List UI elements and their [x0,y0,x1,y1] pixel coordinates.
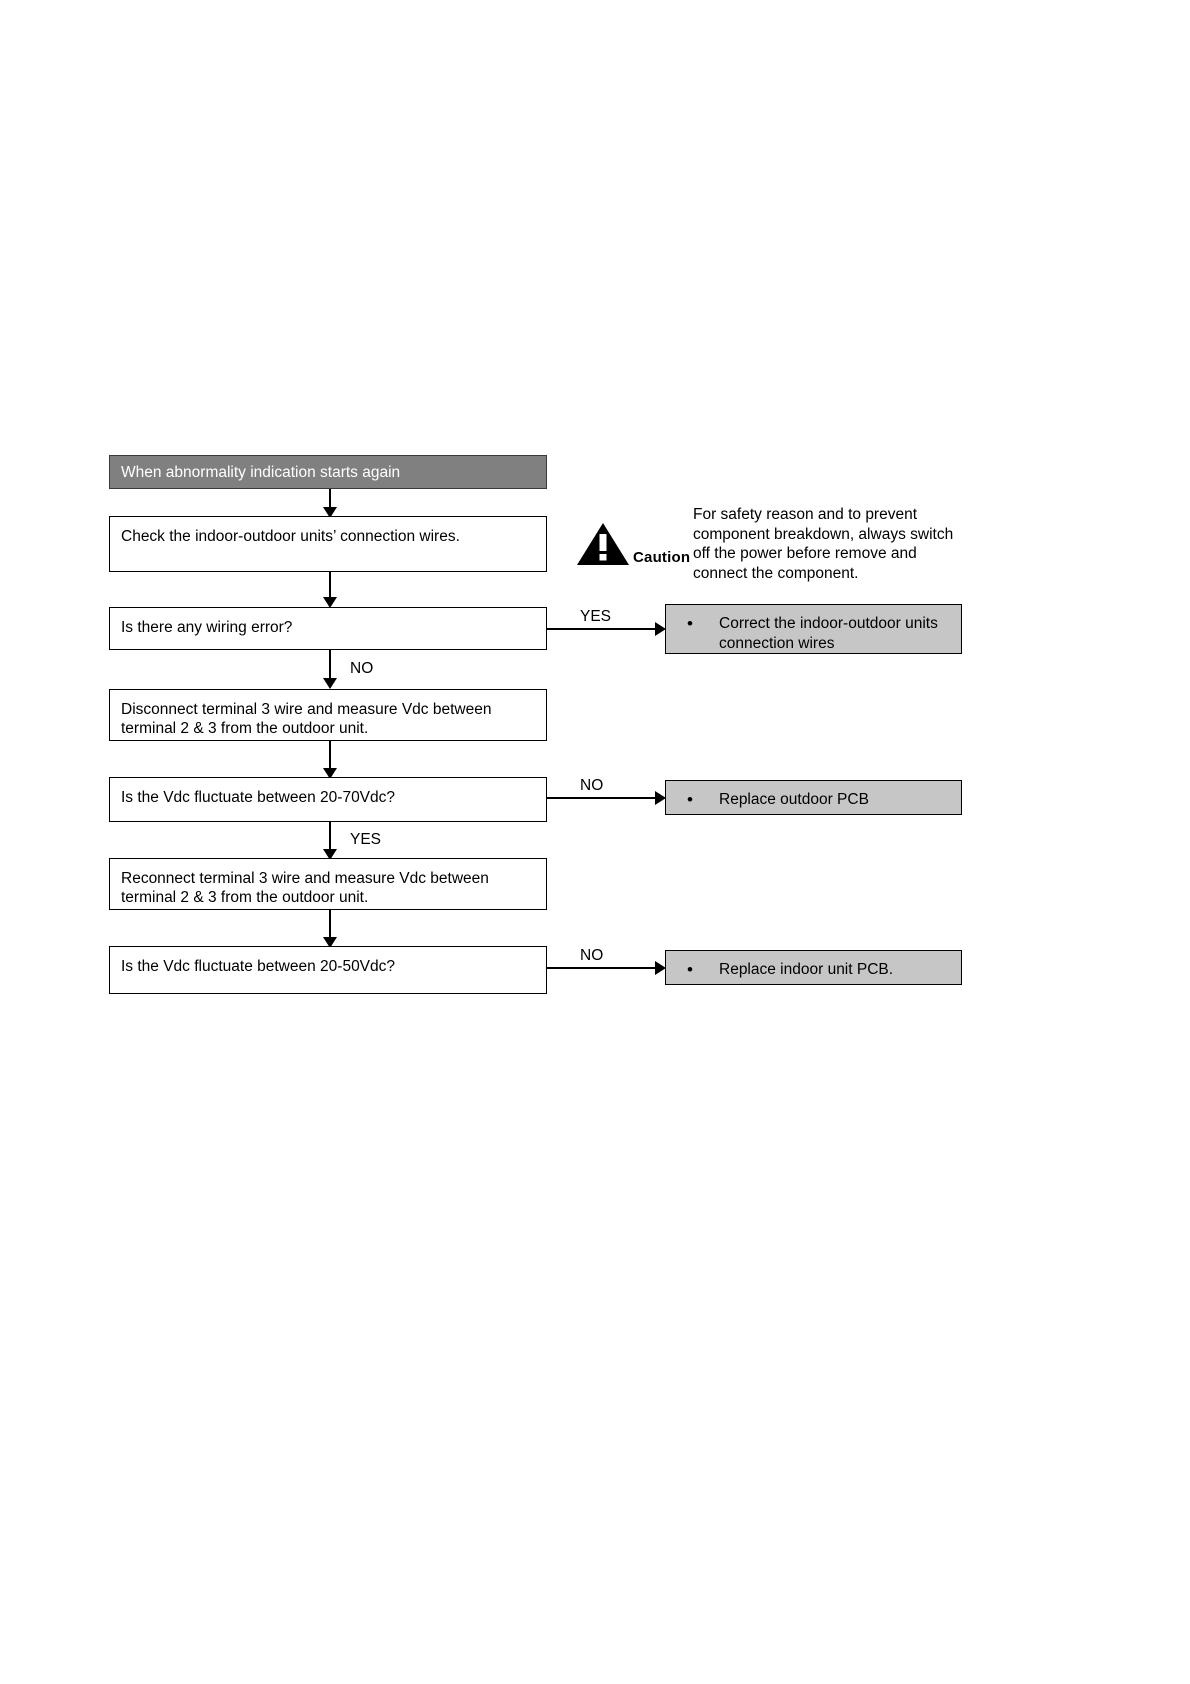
connector-vdc70-no [547,797,661,799]
bullet-icon: • [687,960,693,979]
connector-reconnect-to-vdc50 [329,910,331,942]
edge-label-vdc70-yes: YES [350,831,382,848]
flow-node-start: When abnormality indication starts again [109,455,547,489]
warning-triangle-icon: Caution [575,521,690,567]
flow-node-disconnect-t3-label: Disconnect terminal 3 wire and measure V… [121,701,492,737]
connector-start-to-check [329,489,331,511]
flow-action-replace-indoor-pcb-label: Replace indoor unit PCB. [719,961,894,978]
flow-node-wiring-error-label: Is there any wiring error? [121,619,293,636]
flow-node-vdc-20-50-label: Is the Vdc fluctuate between 20-50Vdc? [121,958,396,975]
arrowhead-vdc70-yes [323,849,337,860]
flow-action-correct-wires-label: Correct the indoor-outdoor units connect… [719,615,938,652]
caution-note: Caution For safety reason and to prevent… [575,505,970,583]
arrowhead-wiring-no [323,678,337,689]
flow-node-vdc-20-70: Is the Vdc fluctuate between 20-70Vdc? [109,777,547,822]
flow-action-replace-indoor-pcb: • Replace indoor unit PCB. [665,950,962,985]
connector-vdc50-no [547,967,661,969]
flow-node-disconnect-t3: Disconnect terminal 3 wire and measure V… [109,689,547,741]
flow-action-replace-outdoor-pcb-label: Replace outdoor PCB [719,791,869,808]
flow-node-start-label: When abnormality indication starts again [121,463,401,481]
connector-vdc70-yes [329,822,331,855]
bullet-icon: • [687,790,693,809]
connector-wiring-yes [547,628,661,630]
connector-check-to-wiring [329,572,331,602]
edge-label-vdc70-no: NO [580,777,604,794]
arrowhead-disconnect-to-vdc70 [323,768,337,779]
flow-node-check-wires-label: Check the indoor-outdoor units’ connecti… [121,528,460,545]
edge-label-wiring-no: NO [350,660,374,677]
bullet-icon: • [687,614,693,633]
flow-node-vdc-20-50: Is the Vdc fluctuate between 20-50Vdc? [109,946,547,994]
connector-wiring-no [329,650,331,684]
flow-node-check-wires: Check the indoor-outdoor units’ connecti… [109,516,547,572]
flow-node-reconnect-t3: Reconnect terminal 3 wire and measure Vd… [109,858,547,910]
flow-action-replace-outdoor-pcb: • Replace outdoor PCB [665,780,962,815]
arrowhead-vdc50-no [655,961,666,975]
flow-action-correct-wires: • Correct the indoor-outdoor units conne… [665,604,962,654]
edge-label-vdc50-no: NO [580,947,604,964]
caution-label: Caution [633,549,691,566]
flow-node-wiring-error: Is there any wiring error? [109,607,547,650]
arrowhead-check-to-wiring [323,597,337,608]
flow-node-vdc-20-70-label: Is the Vdc fluctuate between 20-70Vdc? [121,789,396,806]
arrowhead-reconnect-to-vdc50 [323,937,337,948]
arrowhead-start-to-check [323,507,337,518]
edge-label-wiring-yes: YES [580,608,612,625]
arrowhead-vdc70-no [655,791,666,805]
connector-disconnect-to-vdc70 [329,741,331,773]
caution-text: For safety reason and to prevent compone… [693,506,954,582]
arrowhead-wiring-yes [655,622,666,636]
flow-node-reconnect-t3-label: Reconnect terminal 3 wire and measure Vd… [121,870,489,906]
